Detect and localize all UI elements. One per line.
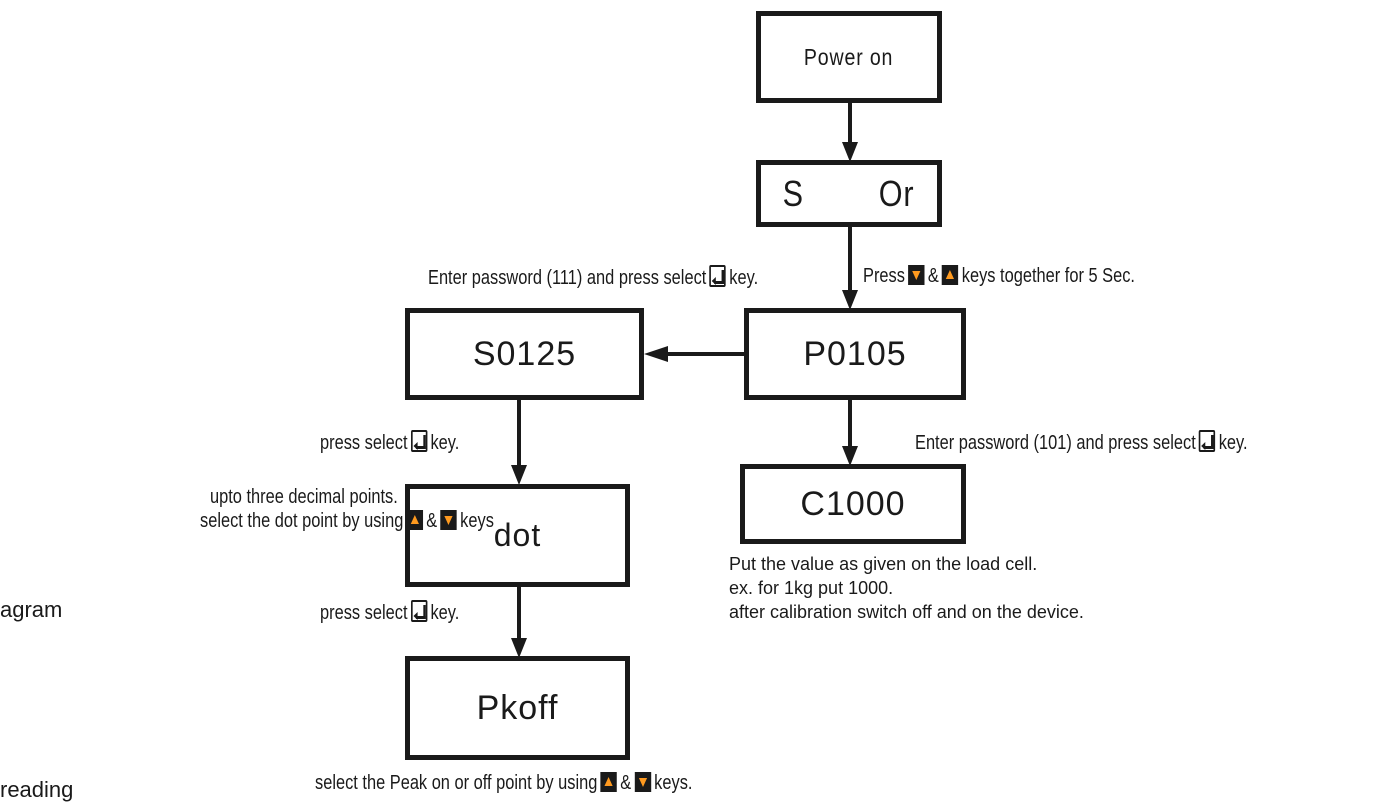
note-dot-line1: upto three decimal points. — [210, 486, 398, 508]
note-c1000-line3: after calibration switch off and on the … — [729, 602, 1084, 622]
label-enter-password-111: Enter password (111) and press select key… — [428, 265, 758, 289]
arrowhead-pkoff — [511, 638, 527, 658]
node-dot-label: dot — [493, 517, 542, 553]
note-dot-line2-text: select the dot point by using — [200, 510, 404, 532]
node-p0105-label: P0105 — [803, 334, 907, 373]
note-c1000-line1: Put the value as given on the load cell. — [729, 554, 1038, 574]
arrowhead-p0105 — [842, 290, 858, 310]
label-enter-101-text: Enter password (101) and press select — [915, 432, 1196, 454]
arrowhead-sor — [842, 142, 858, 162]
node-s0125: S0125 — [405, 308, 644, 400]
node-c1000-label: C1000 — [800, 484, 906, 523]
enter-key-icon — [410, 430, 428, 452]
label-press-select-2-text: press select — [320, 602, 408, 624]
node-p0105: P0105 — [744, 308, 966, 400]
node-dot: dot — [405, 484, 630, 587]
node-s0125-label: S0125 — [472, 334, 577, 373]
up-arrow-key-icon — [600, 772, 618, 792]
enter-key-icon — [709, 265, 727, 287]
label-press-text: Press — [863, 265, 905, 287]
down-arrow-key-icon — [908, 265, 925, 285]
note-c1000-line2: ex. for 1kg put 1000. — [729, 578, 894, 598]
down-arrow-key-icon — [440, 510, 457, 530]
enter-key-icon — [1199, 430, 1216, 452]
label-press-suffix: keys together for 5 Sec. — [961, 265, 1135, 287]
note-c1000: Put the value as given on the load cell.… — [729, 552, 1084, 624]
label-press-select-1-text: press select — [320, 432, 408, 454]
note-dot-line2-amp: & — [426, 510, 438, 532]
note-dot-line2-suffix: keys — [460, 510, 494, 532]
up-arrow-key-icon — [406, 510, 424, 530]
note-peak-text: select the Peak on or off point by using — [315, 772, 598, 794]
label-press-select-s0125: press select key. — [320, 430, 459, 454]
node-pkoff: Pkoff — [405, 656, 630, 760]
note-peak-suffix: keys. — [654, 772, 693, 794]
node-power-on: Power on — [756, 11, 942, 103]
cut-off-text-1: agram — [0, 597, 63, 622]
label-press-select-dot: press select key. — [320, 600, 459, 624]
label-enter-111-suffix: key. — [729, 267, 759, 289]
note-peak-amp: & — [620, 772, 632, 794]
enter-key-icon — [410, 600, 428, 622]
note-dot-decimal: upto three decimal points. — [210, 486, 398, 508]
label-enter-password-101: Enter password (101) and press select key… — [915, 430, 1248, 454]
node-c1000: C1000 — [740, 464, 966, 544]
label-press-amp: & — [927, 265, 939, 287]
label-enter-101-suffix: key. — [1218, 432, 1248, 454]
node-sor: S Or — [756, 160, 942, 227]
note-peak-select: select the Peak on or off point by using… — [315, 772, 692, 794]
arrowhead-c1000 — [842, 446, 858, 466]
label-enter-111-text: Enter password (111) and press select — [428, 267, 707, 289]
node-pkoff-label: Pkoff — [476, 688, 559, 727]
label-press-select-1-suffix: key. — [430, 432, 460, 454]
node-sor-label: S Or — [783, 172, 915, 214]
cut-off-text-2: reading — [0, 777, 74, 802]
note-dot-select: select the dot point by using&keys — [200, 510, 494, 532]
down-arrow-key-icon — [634, 772, 651, 792]
label-press-keys-together: Press&keys together for 5 Sec. — [863, 265, 1135, 287]
label-press-select-2-suffix: key. — [430, 602, 460, 624]
arrowhead-s0125 — [644, 346, 668, 362]
node-power-on-label: Power on — [804, 43, 894, 70]
arrowhead-dot — [511, 465, 527, 485]
up-arrow-key-icon — [942, 265, 959, 285]
